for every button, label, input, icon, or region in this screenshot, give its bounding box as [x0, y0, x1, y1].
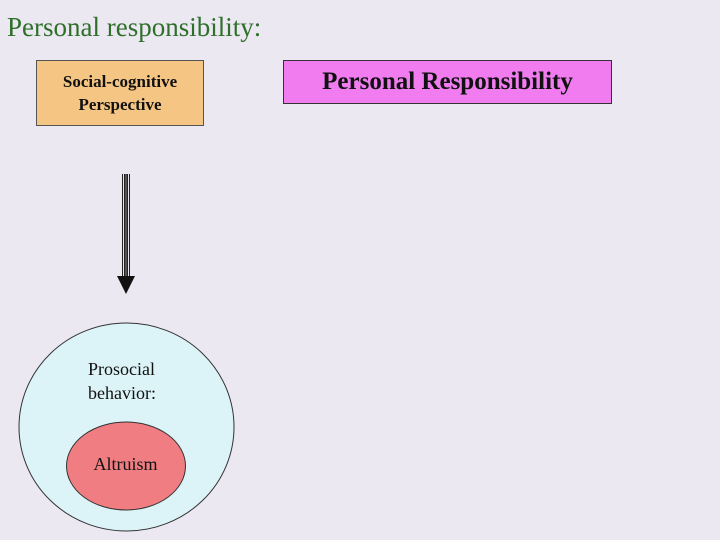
- personal-responsibility-box: Personal Responsibility: [283, 60, 612, 104]
- prosocial-behavior-label: Prosocial behavior:: [88, 357, 156, 405]
- slide-title: Personal responsibility:: [7, 12, 262, 42]
- social-cognitive-line1: Social-cognitive: [62, 72, 178, 91]
- prosocial-line2: behavior:: [88, 383, 156, 403]
- social-cognitive-line2: Perspective: [78, 95, 162, 114]
- altruism-label: Altruism: [93, 454, 158, 474]
- social-cognitive-box: Social-cognitive Perspective: [36, 60, 204, 126]
- prosocial-line1: Prosocial: [88, 359, 155, 379]
- altruism-ellipse: [66, 421, 186, 511]
- prosocial-behavior-ellipse: [18, 322, 235, 532]
- down-arrow: [117, 174, 135, 294]
